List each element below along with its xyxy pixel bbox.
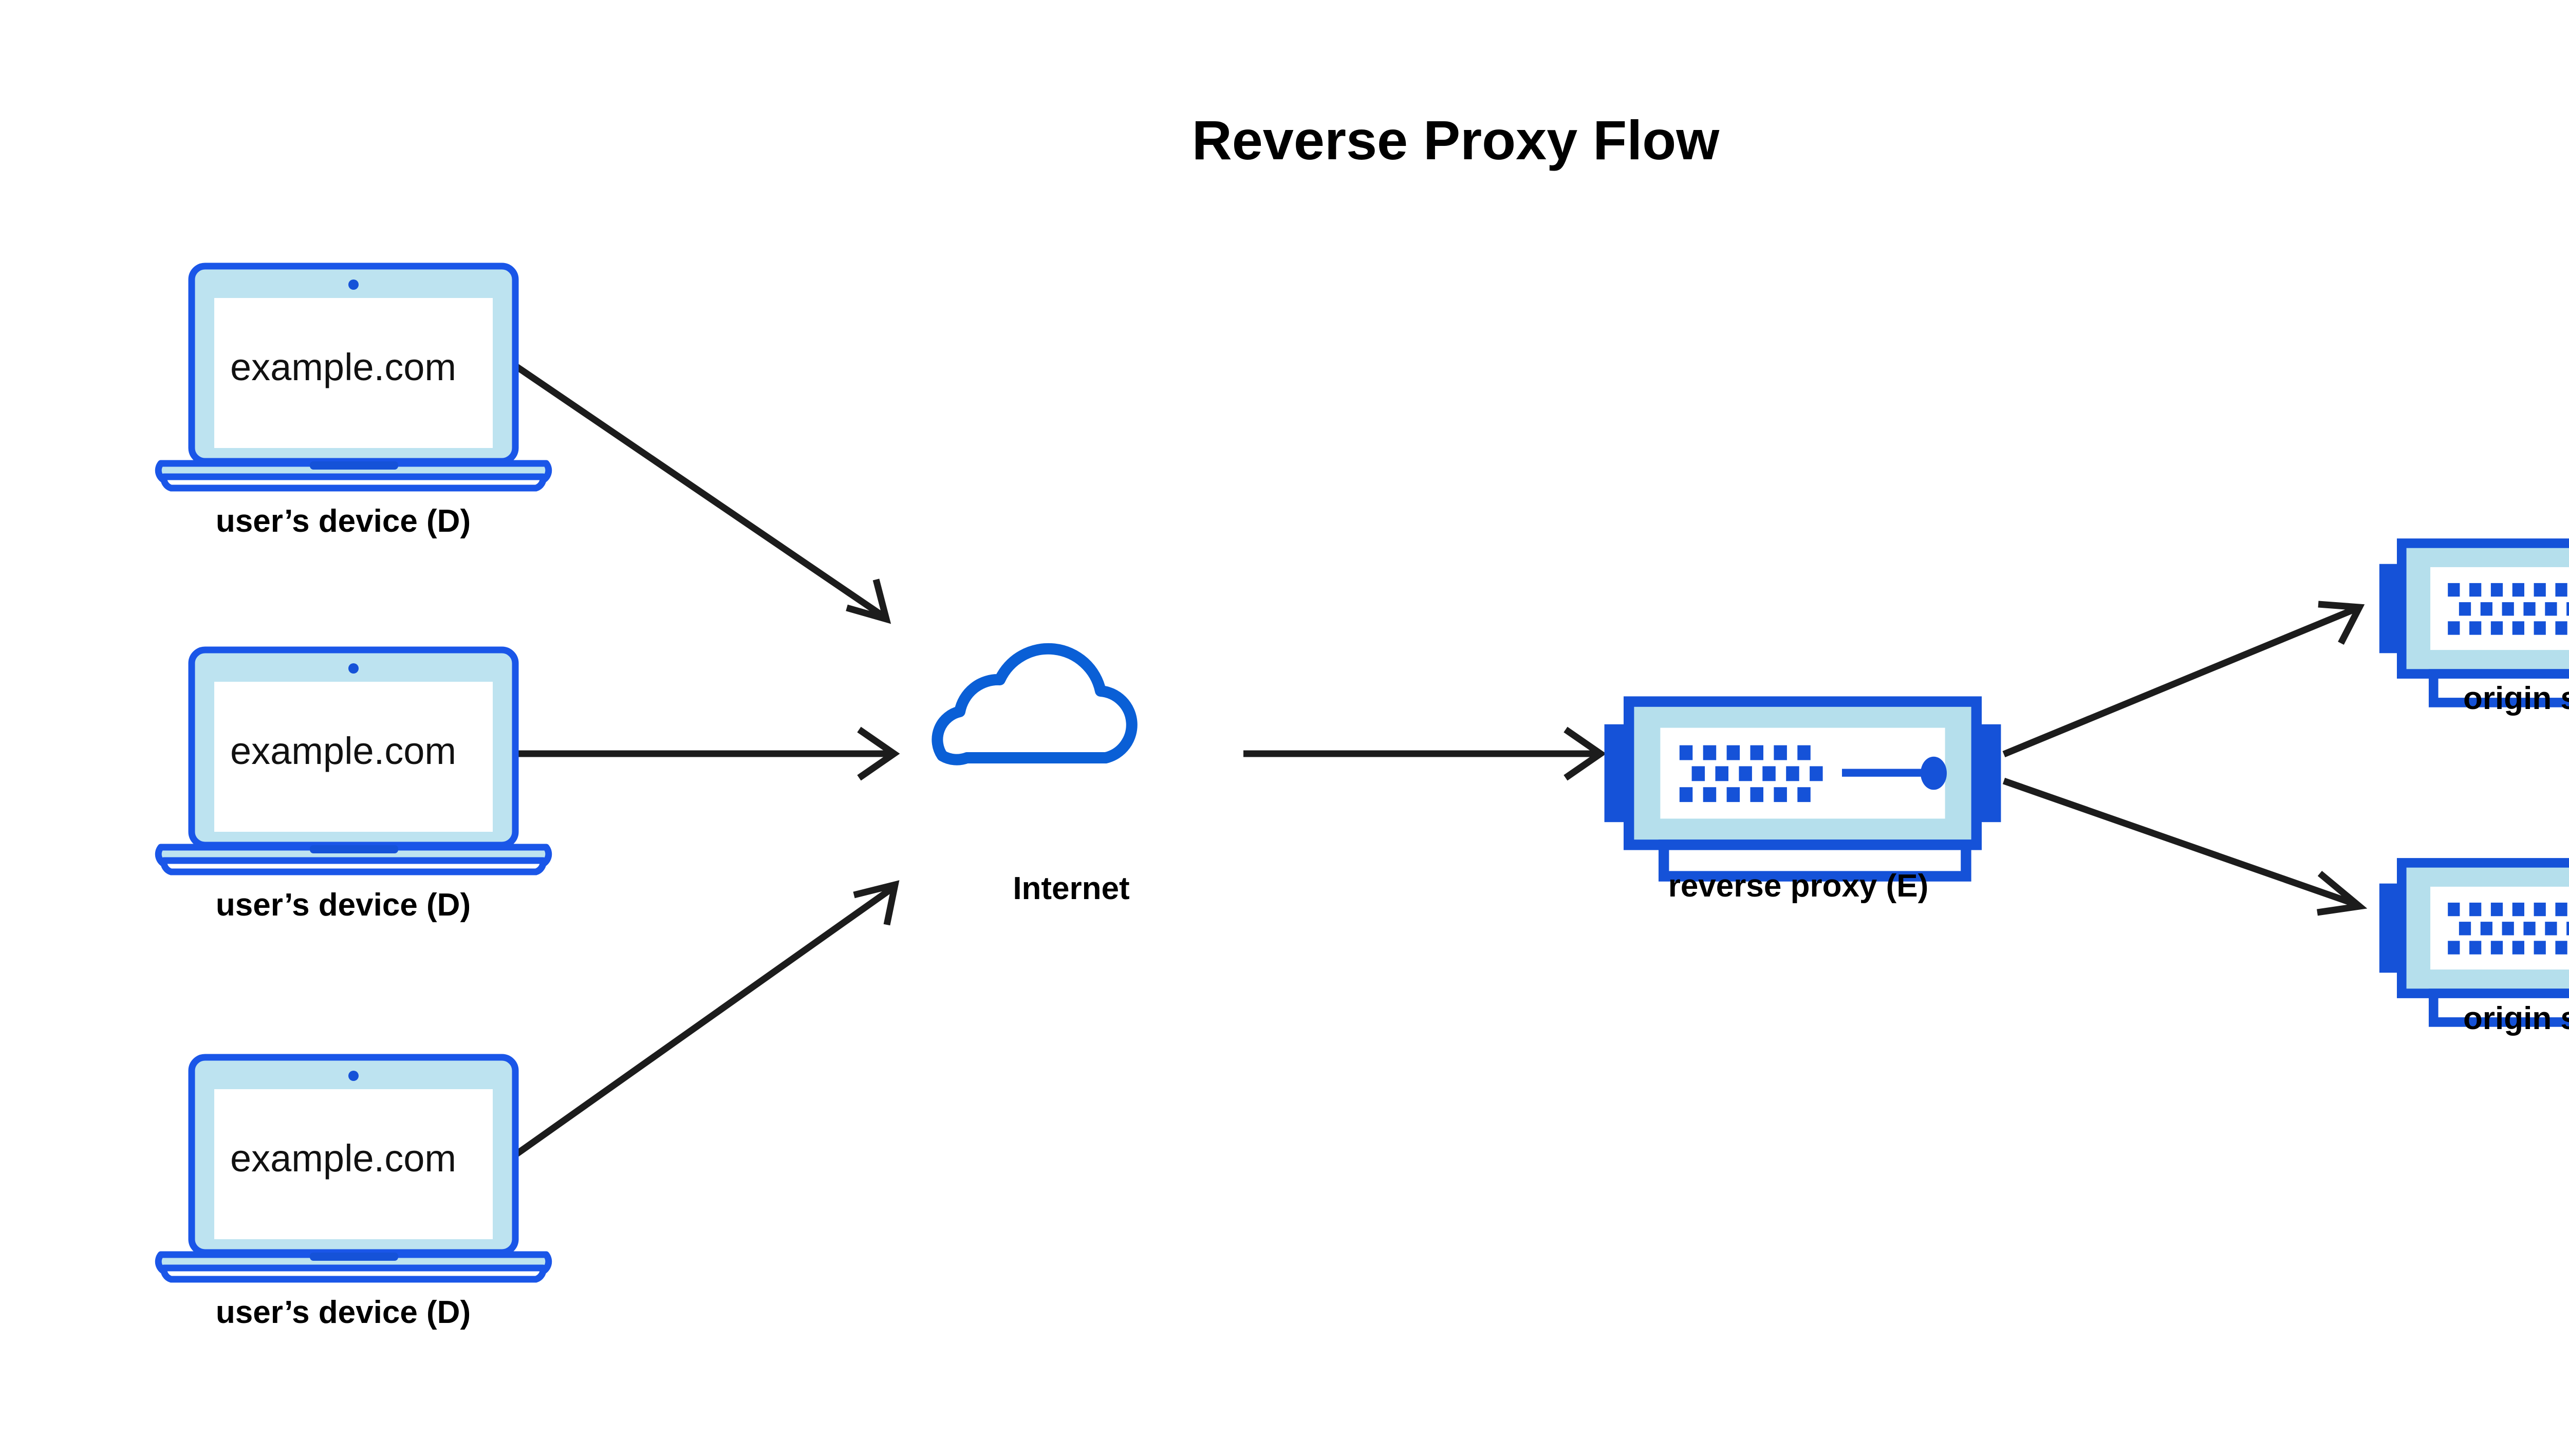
client-label-3: user’s device (D) [216, 1295, 471, 1330]
client-label-2: user’s device (D) [216, 887, 471, 923]
client-device-1[interactable]: example.com user’s device (D) [158, 266, 548, 539]
page-title: Reverse Proxy Flow [1192, 109, 1720, 171]
server-icon [1605, 702, 2001, 876]
edge-layer [512, 362, 2368, 1159]
client-screen-text-1: example.com [230, 346, 456, 388]
origin-server-2[interactable]: origin server (F) [2379, 863, 2569, 1036]
client-device-2[interactable]: example.com user’s device (D) [158, 650, 548, 923]
origin-server-1[interactable]: origin server (F) [2379, 543, 2569, 716]
client-device-3[interactable]: example.com user’s device (D) [158, 1057, 548, 1330]
internet-label: Internet [1013, 871, 1129, 906]
reverse-proxy-label: reverse proxy (E) [1668, 868, 1929, 904]
edge-proxy-origin1 [2002, 601, 2365, 758]
edge-client2-internet [514, 726, 900, 781]
origin-server-label-1: origin server (F) [2463, 681, 2569, 716]
edge-internet-proxy [1243, 726, 1607, 781]
client-screen-text-3: example.com [230, 1137, 456, 1180]
origin-server-label-2: origin server (F) [2463, 1001, 2569, 1036]
edge-client3-internet [512, 880, 900, 1159]
client-label-1: user’s device (D) [216, 503, 471, 539]
reverse-proxy-node[interactable]: reverse proxy (E) [1605, 702, 2001, 904]
internet-node[interactable]: Internet [937, 649, 1131, 906]
edge-client1-internet [512, 362, 891, 624]
client-screen-text-2: example.com [230, 730, 456, 772]
edge-proxy-origin2 [2002, 777, 2368, 916]
